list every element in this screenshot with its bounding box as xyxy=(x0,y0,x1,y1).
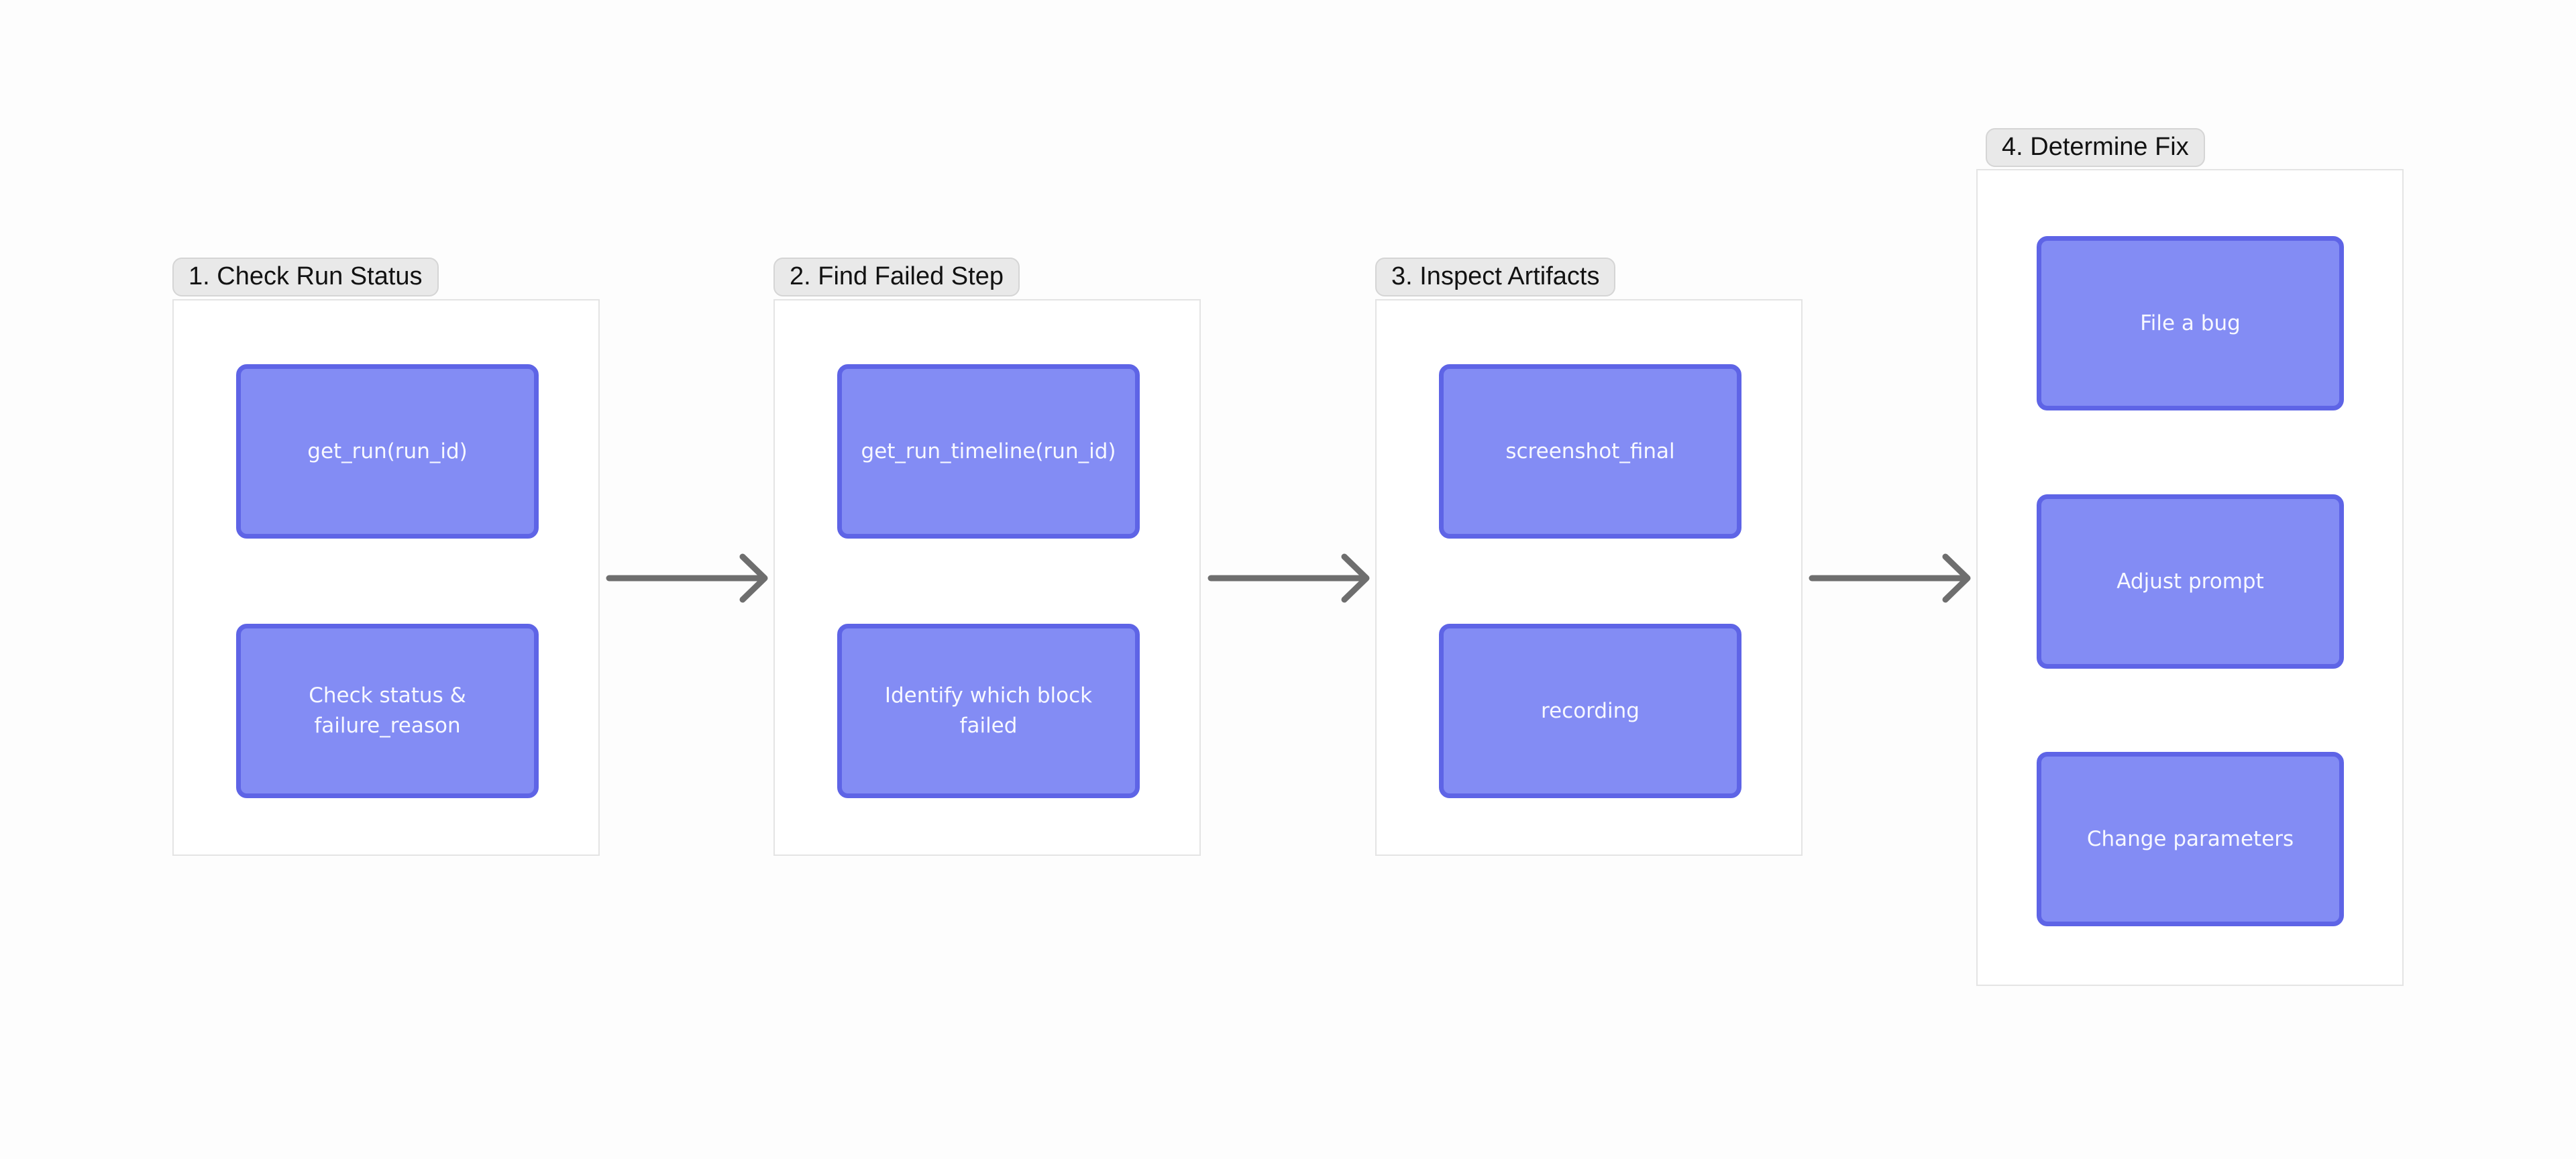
group-label-badge: 4. Determine Fix xyxy=(1986,128,2205,167)
flow-arrow-1 xyxy=(606,553,768,603)
group-panel: screenshot_final recording xyxy=(1375,299,1803,856)
flow-arrow-3 xyxy=(1809,553,1971,603)
flow-arrow-2 xyxy=(1208,553,1370,603)
flow-node-check-status[interactable]: Check status & failure_reason xyxy=(236,624,539,798)
group-panel: File a bug Adjust prompt Change paramete… xyxy=(1976,169,2404,986)
flow-node-screenshot-final[interactable]: screenshot_final xyxy=(1439,364,1741,539)
flow-node-get-run-timeline[interactable]: get_run_timeline(run_id) xyxy=(837,364,1140,539)
group-label-badge: 1. Check Run Status xyxy=(172,258,439,296)
group-label-badge: 3. Inspect Artifacts xyxy=(1375,258,1616,296)
group-label-badge: 2. Find Failed Step xyxy=(773,258,1020,296)
group-panel: get_run_timeline(run_id) Identify which … xyxy=(773,299,1201,856)
flow-node-get-run[interactable]: get_run(run_id) xyxy=(236,364,539,539)
flow-node-change-parameters[interactable]: Change parameters xyxy=(2037,752,2344,926)
flow-node-identify-block[interactable]: Identify which block failed xyxy=(837,624,1140,798)
flow-node-adjust-prompt[interactable]: Adjust prompt xyxy=(2037,494,2344,669)
flow-node-file-bug[interactable]: File a bug xyxy=(2037,236,2344,410)
flow-node-recording[interactable]: recording xyxy=(1439,624,1741,798)
group-panel: get_run(run_id) Check status & failure_r… xyxy=(172,299,600,856)
